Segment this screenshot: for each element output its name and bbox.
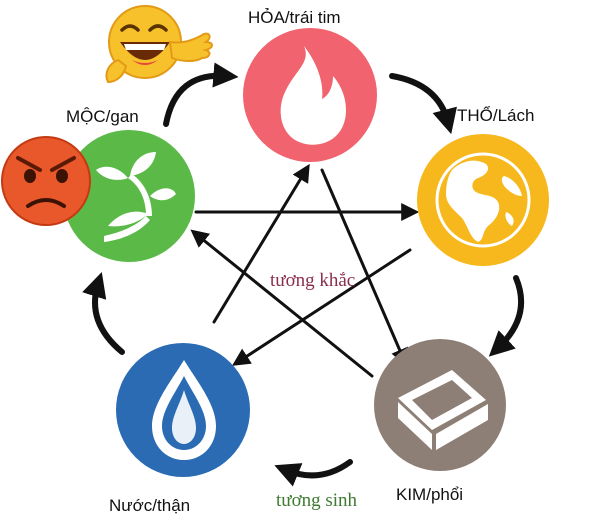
destruction-star-arrows — [190, 163, 420, 378]
laughing-pointing-emoji — [105, 5, 213, 84]
element-water — [116, 343, 250, 477]
generation-cycle-label: tương sinh — [276, 490, 358, 511]
element-wood — [63, 130, 195, 262]
generation-cycle-arrows — [82, 62, 525, 487]
wood-circle — [63, 130, 195, 262]
fire-label: HỎA/trái tim — [248, 8, 341, 27]
element-metal — [374, 339, 506, 471]
water-label: Nước/thận — [109, 496, 190, 515]
element-earth — [417, 134, 549, 266]
arrow-earth-to-metal — [488, 275, 525, 357]
element-fire — [243, 28, 377, 162]
destruction-cycle-label: tương khắc — [270, 270, 355, 291]
flame-icon — [280, 46, 346, 145]
arrow-metal-to-wood — [190, 229, 374, 378]
sprout-icon — [96, 152, 176, 242]
arrow-fire-to-metal — [320, 168, 408, 367]
earth-label: THỔ/Lách — [457, 106, 534, 125]
arrow-earth-to-water — [231, 248, 412, 366]
arrow-fire-to-earth — [389, 73, 457, 135]
arrow-metal-to-water — [274, 459, 353, 487]
angry-face-emoji — [1, 136, 91, 226]
arrow-water-to-wood — [82, 271, 125, 355]
arrow-water-to-fire — [212, 163, 310, 324]
arrow-wood-to-fire — [163, 62, 239, 127]
globe-icon — [435, 152, 531, 248]
wood-label: MỘC/gan — [66, 107, 139, 126]
metal-label: KIM/phổi — [396, 485, 463, 504]
